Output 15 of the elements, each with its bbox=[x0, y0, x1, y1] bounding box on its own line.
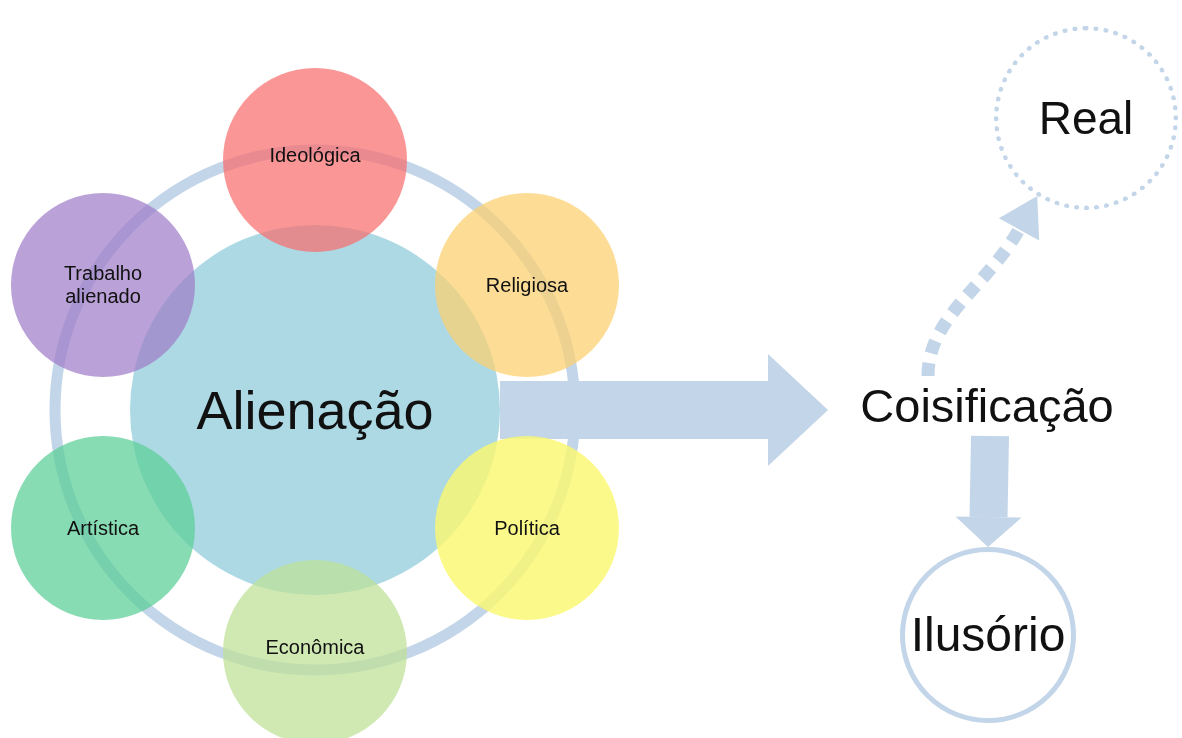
node-label: Ilusório bbox=[910, 607, 1066, 663]
node-label: Econômica bbox=[265, 635, 365, 659]
arrow bbox=[921, 196, 1039, 377]
node-label: Trabalho alienado bbox=[62, 262, 144, 308]
node-label: Coisificação bbox=[860, 378, 1114, 433]
node-label: Real bbox=[1038, 91, 1134, 145]
node-label: Ideológica bbox=[269, 143, 361, 167]
node-label: Religiosa bbox=[485, 273, 569, 297]
circle bbox=[900, 547, 1076, 723]
node-label: Artística bbox=[66, 516, 140, 540]
node-label: Política bbox=[494, 516, 560, 540]
node-label: Alienação bbox=[196, 378, 434, 442]
arrow bbox=[955, 435, 1022, 547]
arrow bbox=[500, 354, 828, 466]
circle bbox=[994, 26, 1178, 210]
